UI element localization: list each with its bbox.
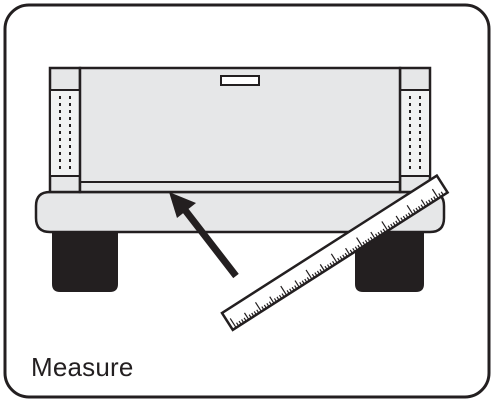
left-tire (52, 232, 118, 292)
arrow-icon (169, 192, 239, 279)
tailgate (78, 66, 402, 194)
left-taillight-pillar (48, 66, 82, 194)
ruler-icon (220, 173, 450, 332)
right-taillight-pillar (398, 66, 432, 194)
caption-label: Measure (31, 352, 134, 382)
rear-bumper (34, 190, 446, 234)
tailgate-handle (220, 75, 260, 86)
ruler-ticks (229, 188, 444, 329)
tires (52, 232, 424, 292)
right-tire (355, 232, 424, 292)
